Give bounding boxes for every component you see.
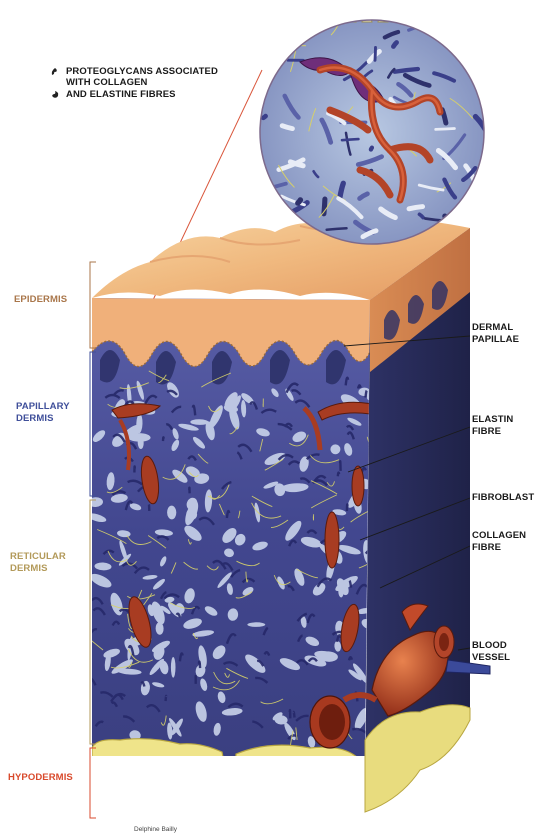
elastine-fibre-icon <box>51 90 59 99</box>
label-papillary-2: DERMIS <box>16 413 54 424</box>
legend-line-2: WITH COLLAGEN <box>66 77 218 88</box>
label-dermal-papillae-1: DERMAL <box>472 322 513 333</box>
label-blood-1: BLOOD <box>472 640 507 651</box>
legend-item-2: AND ELASTINE FIBRES <box>51 89 176 100</box>
label-hypodermis: HYPODERMIS <box>8 772 73 783</box>
label-papillary-1: PAPILLARY <box>16 401 70 412</box>
label-elastin-1: ELASTIN <box>472 414 513 425</box>
label-blood-2: VESSEL <box>472 652 510 663</box>
legend-item-1: PROTEOGLYCANS ASSOCIATED WITH COLLAGEN <box>51 66 218 88</box>
zoom-pointer-left <box>135 70 262 338</box>
legend-line-1: PROTEOGLYCANS ASSOCIATED <box>66 66 218 77</box>
legend-line-3: AND ELASTINE FIBRES <box>66 89 176 100</box>
artist-credit: Delphine Bailly <box>134 826 177 833</box>
label-collagen-2: FIBRE <box>472 542 501 553</box>
label-dermal-papillae-2: PAPILLAE <box>472 334 519 345</box>
label-collagen-1: COLLAGEN <box>472 530 526 541</box>
label-fibroblast: FIBROBLAST <box>472 492 534 503</box>
magnified-view <box>255 5 504 244</box>
label-reticular-1: RETICULAR <box>10 551 66 562</box>
proteoglycan-icon <box>51 67 59 76</box>
label-reticular-2: DERMIS <box>10 563 48 574</box>
label-epidermis: EPIDERMIS <box>14 294 67 305</box>
label-elastin-2: FIBRE <box>472 426 501 437</box>
